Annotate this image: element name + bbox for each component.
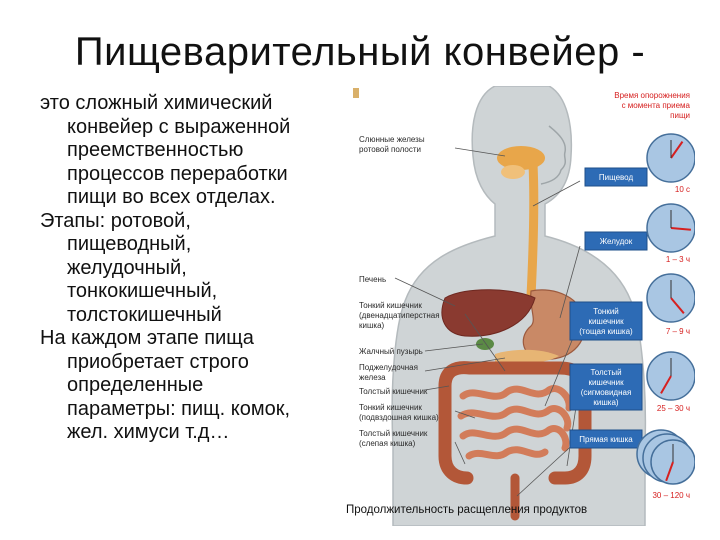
clock-esophagus [647, 134, 695, 182]
header-line: Время опорожнения [614, 91, 690, 100]
stage-esophagus: Пищевод [599, 173, 634, 182]
stage-sigmoid: кишечник [588, 378, 624, 387]
label-duodenum: Тонкий кишечник [359, 301, 422, 310]
stage-jejunum: Тонкий [593, 307, 619, 316]
stage-jejunum: кишечник [588, 317, 624, 326]
body-line: конвейер с выраженной [40, 116, 345, 140]
gallbladder [476, 338, 494, 350]
time-stomach: 1 – 3 ч [666, 255, 690, 264]
body-line: преемственностью [40, 139, 345, 163]
paragraph-definition: это сложный химический конвейер с выраже… [40, 92, 345, 210]
body-line: определенные [40, 374, 345, 398]
label-gallbladder: Жалчный пузырь [359, 347, 423, 356]
label-large-intestine: Толстый кишечник [359, 387, 428, 396]
clock-jejunum [647, 274, 695, 322]
digestive-system-figure: Слюнные железы ротовой полости Печень То… [345, 86, 695, 526]
paragraph-parameters: На каждом этапе пища приобретает строго … [40, 327, 345, 445]
stage-rectum: Прямая кишка [579, 435, 633, 444]
oral-cavity [497, 146, 545, 170]
time-esophagus: 10 с [675, 185, 690, 194]
stage-sigmoid: (сигмовидная [581, 388, 632, 397]
label-ileum: Тонкий кишечник [359, 403, 422, 412]
esophagus [531, 164, 534, 296]
paragraph-stages: Этапы: ротовой, пищеводный, желудочный, … [40, 210, 345, 328]
body-line: пищи во всех отделах. [40, 186, 345, 210]
label-pancreas: Поджелудочная [359, 363, 418, 372]
slide-title: Пищеварительный конвейер - [0, 30, 720, 75]
stage-jejunum: (тощая кишка) [579, 327, 633, 336]
body-line: Этапы: ротовой, [40, 210, 345, 234]
body-line: пищеводный, [40, 233, 345, 257]
body-line: желудочный, [40, 257, 345, 281]
body-line: параметры: пищ. комок, [40, 398, 345, 422]
stage-sigmoid: кишка) [593, 398, 619, 407]
body-line: На каждом этапе пища [40, 327, 345, 351]
body-text: это сложный химический конвейер с выраже… [40, 92, 345, 445]
time-jejunum: 7 – 9 ч [666, 327, 690, 336]
label-salivary: ротовой полости [359, 145, 421, 154]
body-line: толстокишечный [40, 304, 345, 328]
stage-stomach: Желудок [600, 237, 633, 246]
body-line: жел. химуси т.д… [40, 421, 345, 445]
clock-stomach [647, 204, 695, 252]
body-line: это сложный химический [40, 92, 345, 116]
clock-sigmoid [647, 352, 695, 400]
label-liver: Печень [359, 275, 386, 284]
body-line: тонкокишечный, [40, 280, 345, 304]
label-cecum: (слепая кишка) [359, 439, 416, 448]
figure-caption: Продолжительность расщепления продуктов [346, 504, 587, 516]
stage-sigmoid: Толстый [590, 368, 621, 377]
header-line: с момента приема [622, 101, 691, 110]
label-duodenum: (двенадцатиперстная [359, 311, 440, 320]
label-ileum: (подвздошная кишка) [359, 413, 439, 422]
time-rectum: 30 – 120 ч [652, 491, 690, 500]
digestive-anatomy-illustration: Слюнные железы ротовой полости Печень То… [345, 86, 695, 526]
label-duodenum: кишка) [359, 321, 385, 330]
label-cecum: Толстый кишечник [359, 429, 428, 438]
label-pancreas: железа [359, 373, 386, 382]
body-line: процессов переработки [40, 163, 345, 187]
header-line: пищи [670, 111, 690, 120]
time-sigmoid: 25 – 30 ч [657, 404, 690, 413]
body-line: приобретает строго [40, 351, 345, 375]
label-salivary: Слюнные железы [359, 135, 425, 144]
